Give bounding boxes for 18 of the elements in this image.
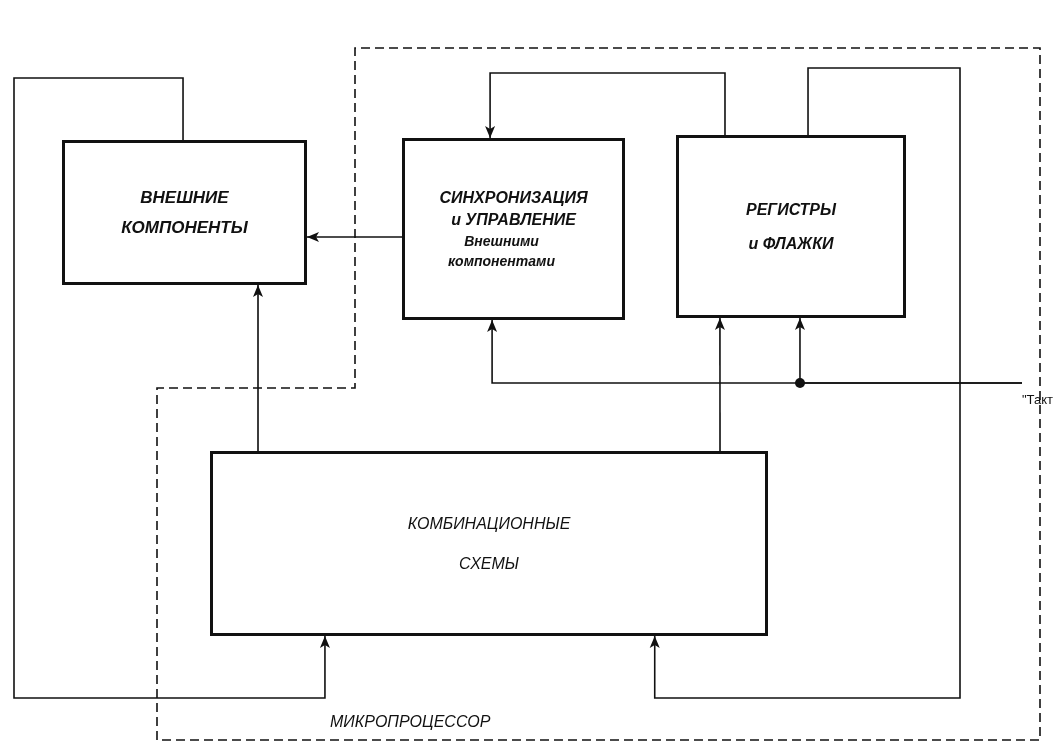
block-box — [402, 138, 625, 320]
arrow — [714, 317, 725, 452]
arrow — [306, 232, 403, 242]
block-label: РЕГИСТРЫ и ФЛАЖКИ — [745, 199, 837, 254]
block-box — [210, 451, 768, 636]
boundary-label: МИКРОПРОЦЕССОР — [330, 712, 491, 732]
arrow — [794, 317, 1023, 384]
arrow — [253, 284, 263, 452]
arrow — [13, 77, 330, 699]
block-label: Внешними компонентами — [448, 232, 555, 271]
block-label: СИНХРОНИЗАЦИЯ и УПРАВЛЕНИЕ — [439, 188, 588, 230]
arrow — [649, 67, 961, 699]
block-box — [676, 135, 906, 318]
block-box — [62, 140, 307, 285]
block-label: ВНЕШНИЕ КОМПОНЕНТЫ — [121, 186, 248, 239]
clock-label: "Такт — [1022, 378, 1060, 406]
arrow — [485, 72, 726, 139]
block-label: КОМБИНАЦИОННЫЕ СХЕМЫ — [407, 513, 571, 574]
